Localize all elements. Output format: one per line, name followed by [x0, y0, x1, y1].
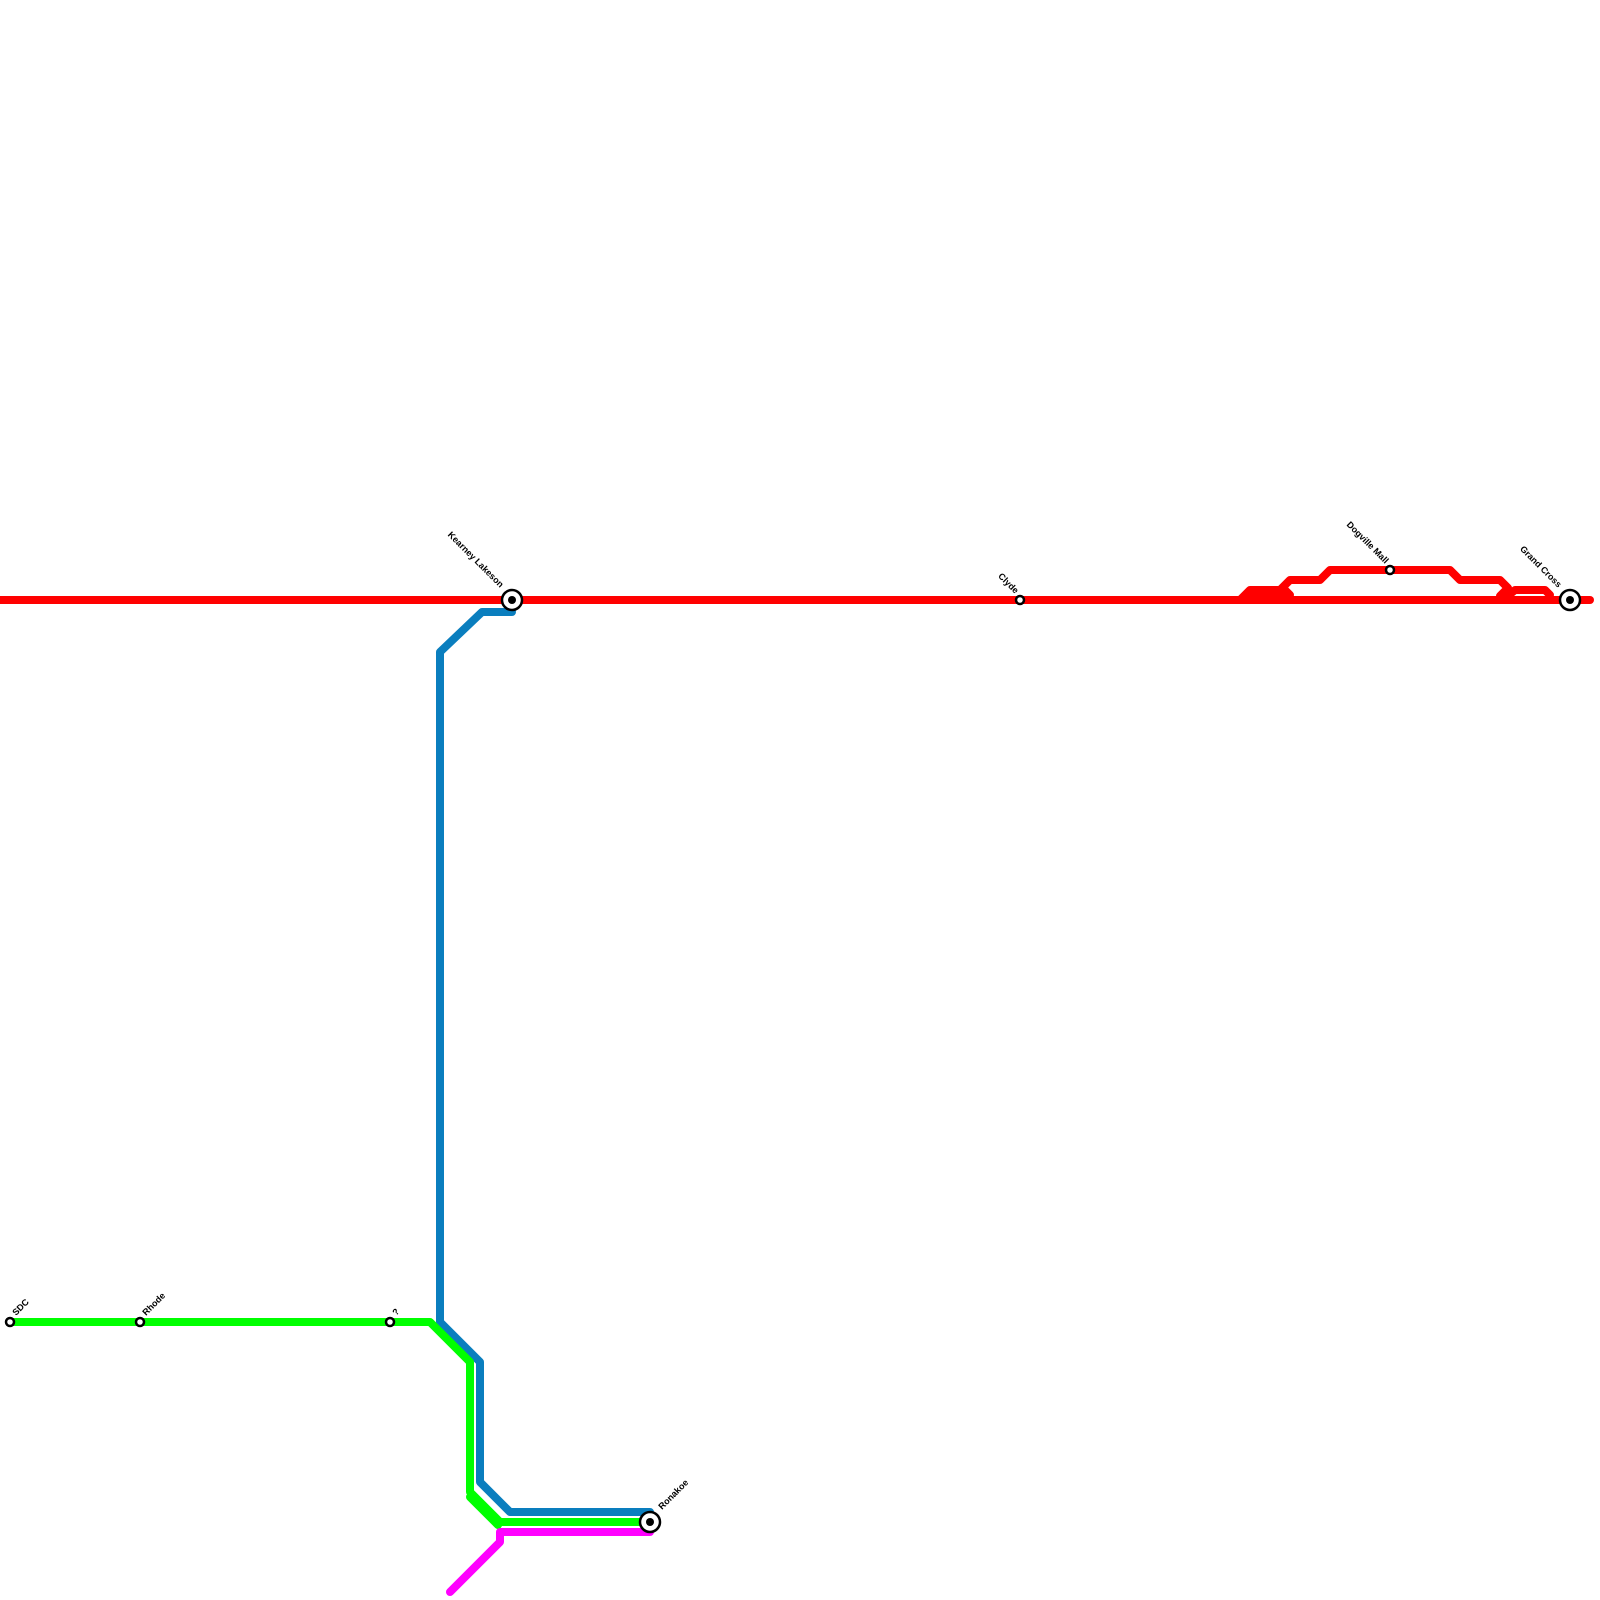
- green-line-spur: [466, 1493, 502, 1529]
- station-ronakoe[interactable]: Ronakoe: [638, 1477, 690, 1534]
- station-label-kearney-lakeson: Kearney Lakeson: [446, 530, 506, 590]
- station-label-grand-cross: Grand Cross: [1518, 544, 1564, 590]
- green-line: [6, 1318, 654, 1526]
- blue-line: [436, 608, 654, 1516]
- red-line: [0, 566, 1594, 604]
- station-label-ronakoe: Ronakoe: [656, 1477, 690, 1511]
- station-unknown[interactable]: ?: [384, 1306, 401, 1328]
- station-label-dogville-mall: Dogville Mall: [1345, 519, 1391, 565]
- station-label-sdc: SDC: [10, 1297, 31, 1318]
- station-label-rhode: Rhode: [140, 1291, 167, 1318]
- magenta-line: [446, 1528, 654, 1596]
- red-line-loop-upper: [1276, 566, 1554, 600]
- station-label-clyde: Clyde: [996, 571, 1020, 595]
- station-label-unknown: ?: [390, 1306, 401, 1317]
- station-dogville-mall[interactable]: Dogville Mall: [1345, 519, 1396, 576]
